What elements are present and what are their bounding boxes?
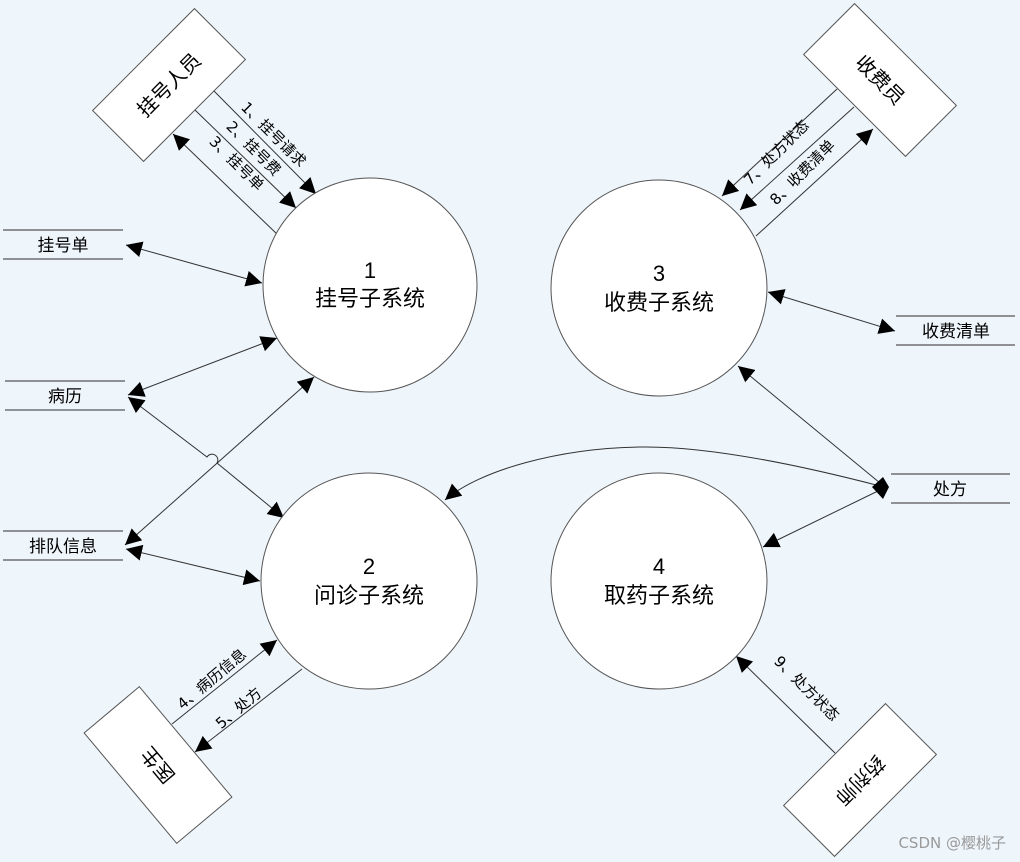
link-prescription-p3 (737, 365, 881, 484)
process-number: 1 (364, 258, 376, 283)
flow-7b-line (739, 106, 855, 211)
process-name: 挂号子系统 (315, 287, 425, 312)
data-store-registration-slip: 挂号单 (3, 229, 123, 260)
store-label: 病历 (48, 387, 82, 407)
link-record-p2 (127, 396, 285, 519)
link-record-p1 (127, 336, 278, 397)
link-prescription-p4 (762, 489, 881, 548)
data-store-medical-record: 病历 (5, 380, 125, 411)
process-number: 3 (653, 261, 665, 286)
flow-2-line (194, 109, 297, 209)
entity-pharmacist[interactable]: 药剂师 (782, 702, 938, 858)
flow-1-line (212, 89, 317, 195)
process-3-billing[interactable]: 3 收费子系统 (550, 179, 768, 397)
link-prescription-p2 (444, 446, 881, 501)
store-label: 挂号单 (38, 236, 89, 256)
store-label: 处方 (933, 480, 967, 500)
process-number: 4 (653, 554, 665, 579)
data-store-prescription: 处方 (891, 473, 1010, 504)
data-store-queue-info: 排队信息 (3, 530, 123, 561)
entity-registrar[interactable]: 挂号人员 (91, 7, 247, 163)
flow-9-line (735, 655, 836, 754)
link-bill-p3 (767, 289, 896, 334)
flow-7-line (721, 88, 838, 197)
link-regslip-p1 (125, 241, 263, 287)
flow-5-label: 5、处方 (212, 684, 265, 733)
process-name: 取药子系统 (604, 584, 714, 609)
process-name: 收费子系统 (604, 291, 714, 316)
flow-9-label: 9、处方状态 (770, 652, 843, 725)
link-queue-p2 (125, 544, 261, 586)
store-label: 收费清单 (922, 322, 990, 342)
process-2-consultation[interactable]: 2 问诊子系统 (260, 472, 478, 690)
process-1-registration[interactable]: 1 挂号子系统 (262, 177, 478, 393)
flow-8-line (755, 128, 874, 237)
link-queue-p1 (124, 376, 315, 546)
process-number: 2 (363, 554, 375, 579)
store-label: 排队信息 (29, 537, 97, 557)
process-4-dispensing[interactable]: 4 取药子系统 (550, 472, 768, 690)
entity-doctor[interactable]: 医生 (83, 686, 233, 844)
process-name: 问诊子系统 (314, 584, 424, 609)
data-store-bill: 收费清单 (896, 315, 1015, 346)
entity-cashier[interactable]: 收费员 (802, 2, 958, 158)
flow-3-line (172, 133, 280, 237)
flow-5-line (194, 668, 303, 753)
watermark: CSDN @樱桃子 (898, 834, 1006, 852)
flow-4-line (171, 639, 278, 725)
prescription-junction-diamond (872, 477, 889, 499)
